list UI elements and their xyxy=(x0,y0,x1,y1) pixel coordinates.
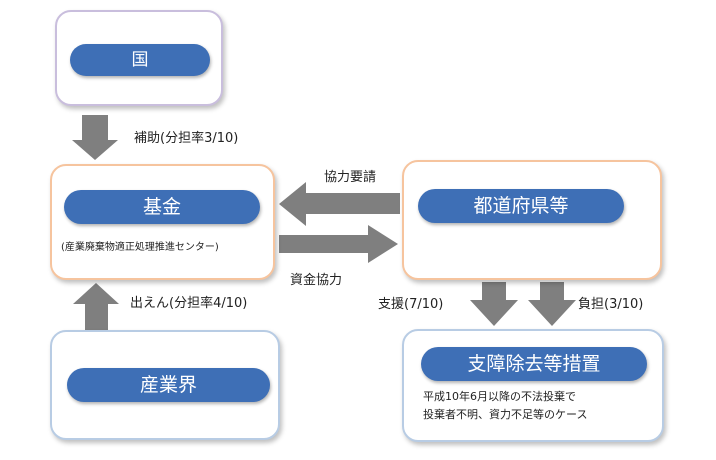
edge-label-shutsuen: 出えん(分担率4/10) xyxy=(130,296,248,311)
edge-label-futan: 負担(3/10) xyxy=(578,297,644,312)
node-kuni: 国 xyxy=(55,10,223,106)
edge-label-shikin-kyoryoku: 資金協力 xyxy=(290,273,343,288)
edge-label-shien: 支援(7/10) xyxy=(378,297,444,312)
arrow-sangyokai-to-kikin xyxy=(73,283,119,330)
node-todofuken: 都道府県等 xyxy=(402,160,662,280)
node-sangyokai-label: 産業界 xyxy=(67,368,270,402)
node-kikin: 基金 (産業廃棄物適正処理推進センター) xyxy=(50,164,275,280)
node-shisho-note-1: 平成10年6月以降の不法投棄で xyxy=(423,390,576,403)
node-shisho-label: 支障除去等措置 xyxy=(421,347,647,381)
node-todofuken-label: 都道府県等 xyxy=(418,189,624,223)
arrow-futan xyxy=(528,282,576,326)
node-sangyokai: 産業界 xyxy=(50,330,280,440)
node-shisho-note-2: 投棄者不明、資力不足等のケース xyxy=(423,408,588,421)
node-kuni-label: 国 xyxy=(70,44,210,76)
arrow-shien xyxy=(470,282,518,326)
node-kikin-sub: (産業廃棄物適正処理推進センター) xyxy=(61,242,219,253)
arrow-shikin-kyoryoku xyxy=(279,225,398,263)
edge-label-hojo: 補助(分担率3/10) xyxy=(134,131,239,146)
arrow-kyoryoku-yosei xyxy=(279,182,400,226)
node-kikin-label: 基金 xyxy=(64,190,260,224)
node-shisho: 支障除去等措置 平成10年6月以降の不法投棄で 投棄者不明、資力不足等のケース xyxy=(402,329,664,442)
arrow-kuni-to-kikin xyxy=(72,115,118,160)
edge-label-kyoryoku-yosei: 協力要請 xyxy=(324,170,377,185)
